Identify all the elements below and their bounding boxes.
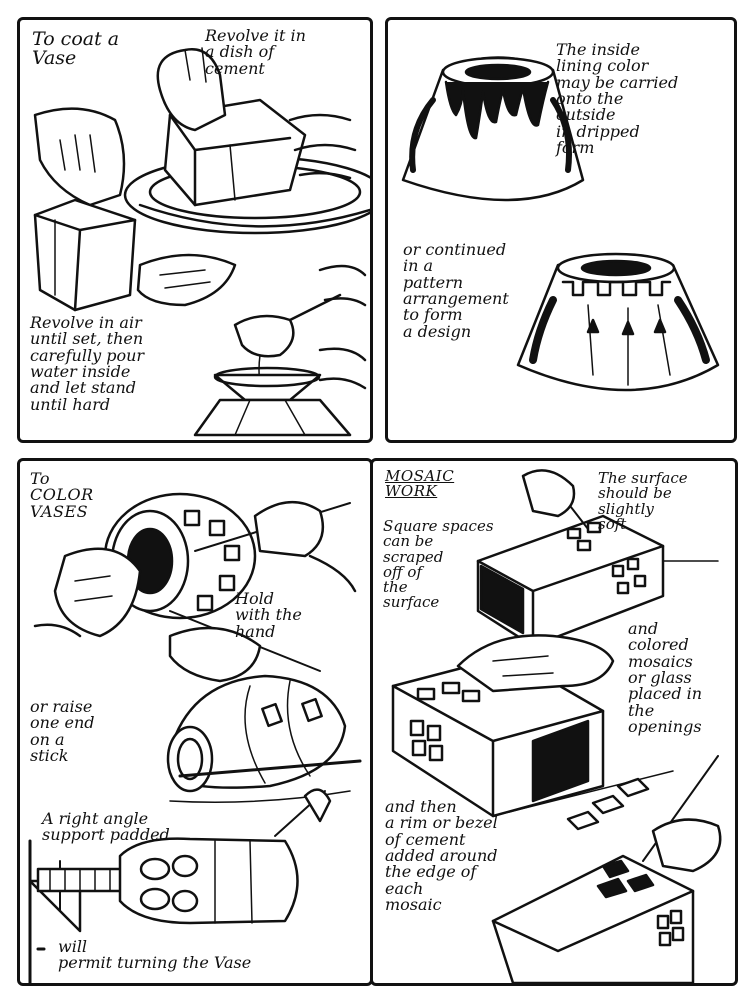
coat-title: To coat a Vase bbox=[32, 30, 119, 69]
panel-mosaic-work: MOSAIC WORK The surface should be slight… bbox=[370, 458, 738, 986]
box-vase-icon bbox=[493, 856, 693, 983]
hand-icon bbox=[35, 109, 124, 205]
revolve-dish-text: Revolve it in a dish of cement bbox=[205, 28, 306, 77]
surface-soft-text: The surface should be slightly soft bbox=[598, 471, 688, 532]
support-bottom-text: will permit turning the Vase bbox=[58, 939, 251, 972]
colored-mosaics-text: and colored mosaics or glass placed in t… bbox=[628, 621, 702, 735]
inside-lining-text: The inside lining color may be carried o… bbox=[556, 42, 678, 156]
funnel-icon bbox=[195, 349, 365, 435]
support-top-text: A right angle support padded bbox=[42, 811, 170, 844]
pattern-text: or continued in a pattern arrangement to… bbox=[403, 242, 509, 340]
stylus-icon bbox=[643, 756, 720, 871]
panel-color-vases: To COLOR VASES Hold with the hand or rai… bbox=[17, 458, 373, 986]
stylus-icon bbox=[523, 470, 588, 529]
hold-hand-text: Hold with the hand bbox=[235, 591, 302, 640]
raise-stick-text: or raise one end on a stick bbox=[30, 699, 95, 764]
revolve-air-text: Revolve in air until set, then carefully… bbox=[30, 315, 144, 413]
rim-bezel-text: and then a rim or bezel of cement added … bbox=[385, 799, 498, 913]
hand-icon bbox=[458, 635, 613, 691]
hand-icon bbox=[35, 549, 140, 636]
pattern-vase-icon bbox=[518, 254, 718, 390]
square-spaces-text: Square spaces can be scraped off of the … bbox=[383, 519, 494, 611]
vase-icon bbox=[35, 200, 135, 310]
color-title: To COLOR VASES bbox=[30, 471, 94, 520]
hand-icon bbox=[138, 255, 235, 305]
mosaic-title: MOSAIC WORK bbox=[385, 469, 454, 500]
panel-inside-lining: The inside lining color may be carried o… bbox=[385, 17, 737, 443]
panel-coat-vase: To coat a Vase Revolve it in a dish of c… bbox=[17, 17, 373, 443]
